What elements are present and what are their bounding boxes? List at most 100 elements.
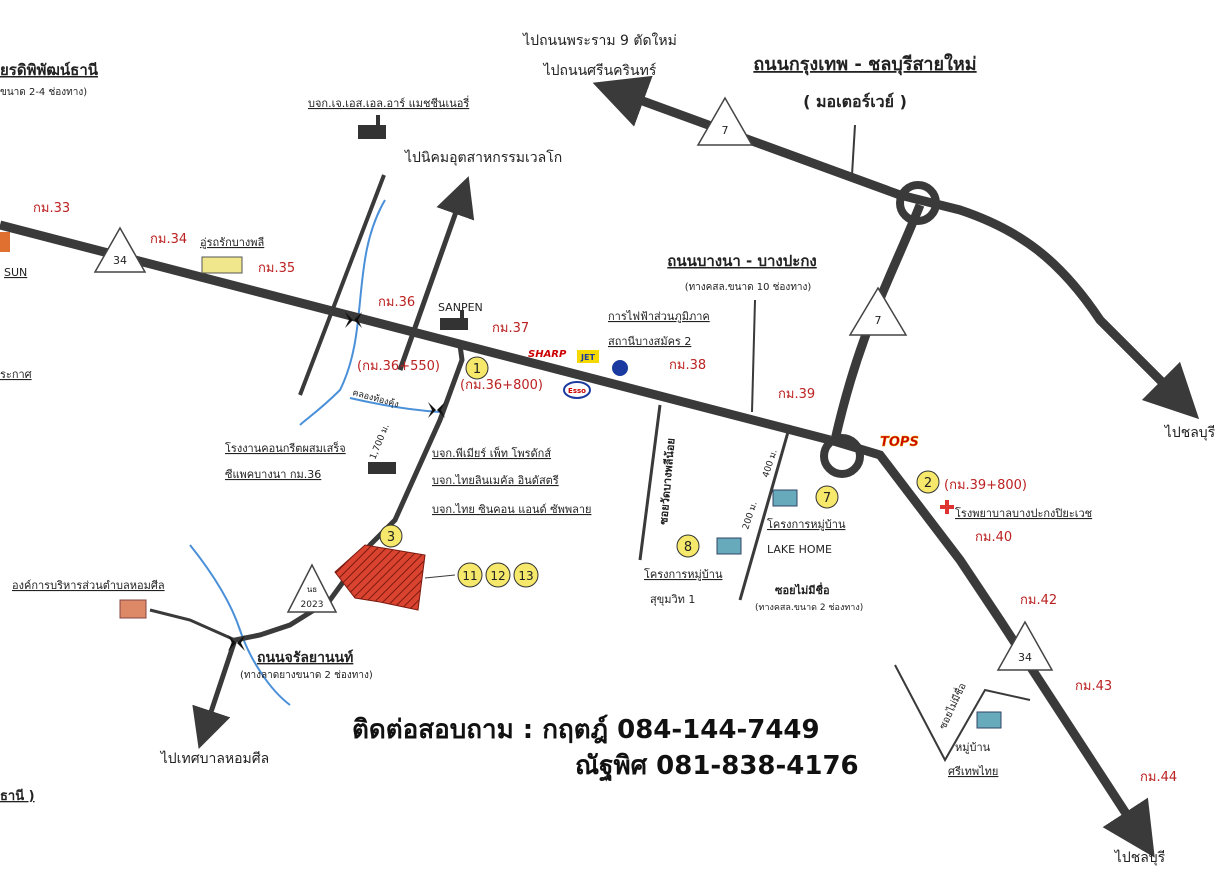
jarunyanon-subtitle: (ทางลาดยางขนาด 2 ช่องทาง) bbox=[240, 670, 373, 681]
building-icon bbox=[368, 462, 396, 474]
marker-1: 1 bbox=[465, 356, 489, 380]
highway-shield-34: 34 bbox=[93, 226, 147, 273]
project-plot bbox=[334, 544, 426, 611]
river bbox=[299, 199, 386, 426]
obt-building-icon bbox=[119, 599, 147, 619]
sun-logo bbox=[0, 232, 10, 252]
highway-shield-7: 7 bbox=[696, 96, 754, 146]
soi-noname2: ซอยไม่มีชื่อ bbox=[935, 680, 969, 731]
factory-1-label: บจก.พีเมียร์ เพ็ท โพรดักส์ bbox=[432, 446, 551, 460]
soi-noname-sub: (ทางคสล.ขนาด 2 ช่องทาง) bbox=[755, 603, 863, 613]
km-38: กม.38 bbox=[669, 358, 706, 373]
obt-label: องค์การบริหารส่วนตำบลหอมศีล bbox=[12, 579, 165, 592]
river bbox=[189, 544, 291, 706]
svg-text:3: 3 bbox=[387, 530, 395, 545]
bangna-title: ถนนบางนา - บางปะกง bbox=[667, 252, 816, 270]
highway-shield-7: 7 bbox=[848, 286, 908, 336]
svg-text:JET: JET bbox=[580, 353, 595, 362]
km-34: กม.34 bbox=[150, 232, 187, 247]
village-7-name: LAKE HOME bbox=[767, 543, 832, 556]
km-44: กม.44 bbox=[1140, 770, 1177, 785]
factory-3-label: บจก.ไทย ซินคอน แอนด์ ซัพพลาย bbox=[432, 503, 591, 516]
soi-wat: ซอยวัดบางพลีน้อย bbox=[657, 438, 678, 526]
svg-text:2023: 2023 bbox=[301, 600, 324, 610]
km-37: กม.37 bbox=[492, 321, 529, 336]
concrete-label-1: โรงงานคอนกรีตผสมเสร็จ bbox=[225, 441, 346, 455]
soi-noname: ซอยไม่มีชื่อ bbox=[775, 582, 830, 597]
left-place-label: ระกาศ bbox=[0, 368, 32, 381]
sanpen-label: SANPEN bbox=[438, 301, 483, 314]
motorway-road bbox=[592, 75, 1200, 478]
hospital-label: โรงพยาบาลบางปะกงปิยะเวช bbox=[955, 506, 1092, 520]
marker-8: 8 bbox=[676, 534, 700, 558]
svg-text:7: 7 bbox=[823, 491, 831, 506]
building-icon bbox=[358, 115, 386, 139]
km-labels: กม.33 กม.34 กม.35 กม.36 กม.37 กม.38 กม.3… bbox=[33, 201, 1177, 785]
egat-label-2: สถานีบางสมัคร 2 bbox=[608, 335, 691, 348]
village-7-label: โครงการหมู่บ้าน bbox=[767, 517, 846, 531]
building-icon bbox=[440, 310, 468, 330]
place-labels: บจก.เจ.เอส.เอล.อาร์ แมชชีนเนอรี่ อู่รถรั… bbox=[12, 95, 1092, 778]
marker-2: 2 bbox=[916, 470, 940, 494]
bottom-left-label: ธานี ) bbox=[0, 788, 35, 804]
svg-text:12: 12 bbox=[490, 569, 505, 583]
hospital-icon bbox=[940, 500, 954, 514]
to-chonburi: ไปชลบุรี bbox=[1114, 849, 1166, 866]
star-logo bbox=[612, 360, 628, 376]
contact-line-1: ติดต่อสอบถาม : กฤตฎ์ 084-144-7449 bbox=[352, 715, 820, 745]
marker-12: 12 bbox=[485, 562, 511, 588]
esso-logo: Esso bbox=[563, 381, 591, 399]
km-40: กม.40 bbox=[975, 530, 1012, 545]
marker-11: 11 bbox=[457, 562, 483, 588]
canal-label: คลองท้องคุ้ง bbox=[351, 387, 400, 410]
sharp-logo: SHARP bbox=[528, 349, 567, 360]
marker-7: 7 bbox=[815, 485, 839, 509]
bus-icon bbox=[201, 256, 243, 274]
distance-1700: 1,700 ม. bbox=[369, 423, 392, 461]
highway-shield-34: 34 bbox=[996, 620, 1054, 671]
contact-line-2: ณัฐพิศ 081-838-4176 bbox=[575, 751, 859, 781]
svg-text:7: 7 bbox=[875, 314, 882, 327]
lsr-label: บจก.เจ.เอส.เอล.อาร์ แมชชีนเนอรี่ bbox=[308, 95, 469, 110]
svg-text:13: 13 bbox=[518, 569, 533, 583]
to-srinakarin: ไปถนนศรีนครินทร์ bbox=[543, 62, 657, 79]
svg-text:8: 8 bbox=[684, 540, 692, 555]
to-homsin: ไปเทศบาลหอมศีล bbox=[160, 750, 270, 767]
tops-logo: TOPS bbox=[880, 435, 919, 450]
to-chonburi: ไปชลบุรี bbox=[1164, 424, 1216, 441]
svg-text:34: 34 bbox=[1018, 651, 1032, 664]
distance-200: 200 ม. bbox=[741, 500, 759, 531]
pointer-line bbox=[851, 124, 856, 176]
to-rama9: ไปถนนพระราม 9 ตัดใหม่ bbox=[522, 32, 677, 49]
km-33: กม.33 bbox=[33, 201, 70, 216]
village-sri-label: หมู่บ้าน bbox=[955, 741, 991, 754]
svg-text:นธ: นธ bbox=[307, 585, 317, 594]
road-sub-left: ขนาด 2-4 ช่องทาง) bbox=[0, 87, 87, 98]
highway-shield-2023: นธ 2023 bbox=[286, 563, 338, 613]
svg-text:34: 34 bbox=[113, 254, 127, 267]
motorway-title: ถนนกรุงเทพ - ชลบุรีสายใหม่ bbox=[753, 53, 976, 76]
marker-3: 3 bbox=[379, 524, 403, 548]
km-36-550: (กม.36+550) bbox=[357, 359, 440, 374]
village-icon bbox=[976, 711, 1002, 729]
pointer-line bbox=[424, 574, 456, 579]
bangna-subtitle: (ทางคสล.ขนาด 10 ช่องทาง) bbox=[685, 282, 812, 293]
svg-text:Esso: Esso bbox=[568, 387, 586, 395]
km-39: กม.39 bbox=[778, 387, 815, 402]
to-welgrow: ไปนิคมอุตสาหกรรมเวลโก bbox=[404, 149, 562, 166]
svg-text:1: 1 bbox=[473, 362, 481, 377]
km-43: กม.43 bbox=[1075, 679, 1112, 694]
svg-text:11: 11 bbox=[462, 569, 477, 583]
svg-text:7: 7 bbox=[722, 124, 729, 137]
village-sri-name: ศรีเทพไทย bbox=[948, 765, 998, 778]
km-35: กม.35 bbox=[258, 261, 295, 276]
km-39-800: (กม.39+800) bbox=[944, 478, 1027, 493]
village-8-label: โครงการหมู่บ้าน bbox=[644, 567, 723, 581]
village-icon bbox=[772, 489, 798, 507]
jet-logo: JET bbox=[577, 350, 599, 363]
river bbox=[349, 397, 441, 413]
village-icon bbox=[716, 537, 742, 555]
village-8-name: สุขุมวิท 1 bbox=[650, 593, 695, 606]
svg-text:2: 2 bbox=[924, 476, 932, 491]
